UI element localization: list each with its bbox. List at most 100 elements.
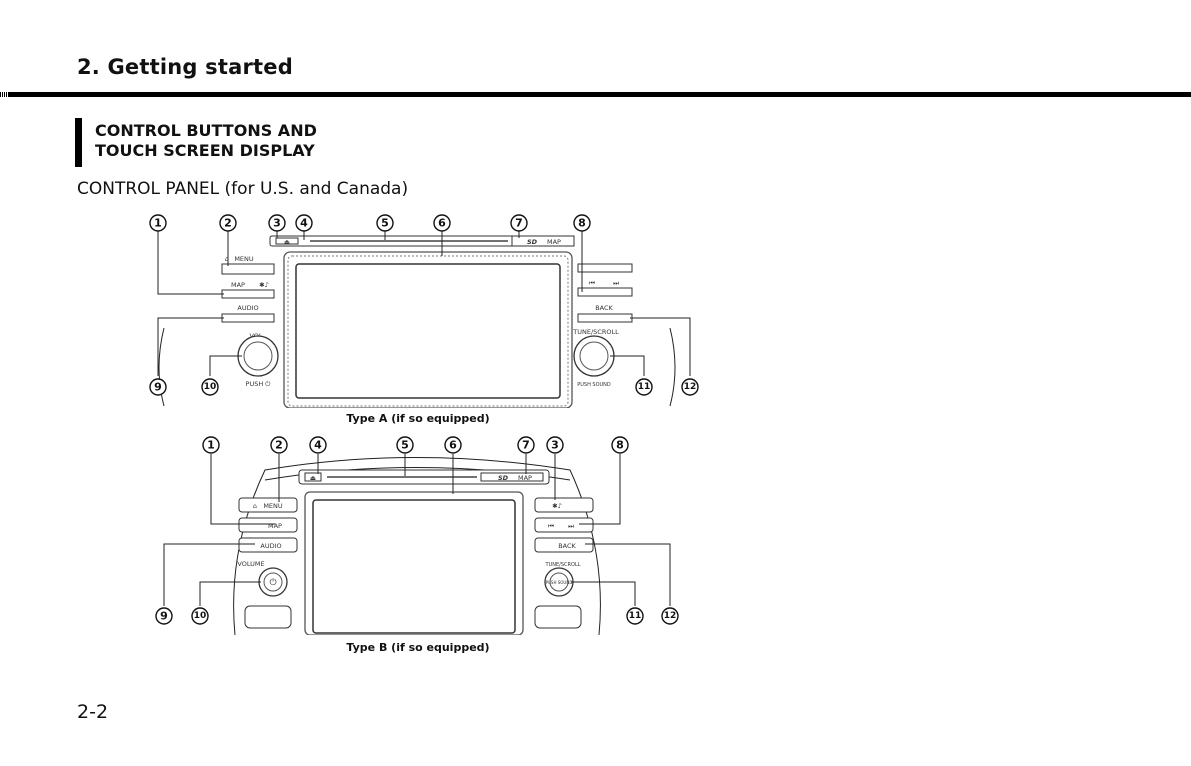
menu-button xyxy=(238,497,298,513)
push-sound-label: PUSH SOUND xyxy=(546,580,573,585)
seek-track-buttons xyxy=(577,287,633,297)
audio-button xyxy=(238,537,298,553)
sd-map-button xyxy=(511,235,575,247)
svg-text:6: 6 xyxy=(438,217,446,230)
callout-6: 6 xyxy=(444,436,462,454)
svg-text:10: 10 xyxy=(204,382,217,392)
callout-9: 9 xyxy=(155,607,173,625)
section-marker-bar xyxy=(75,118,82,167)
leader-1 xyxy=(157,230,224,295)
control-panel-figure-type-b: ⏏ SD MAP MENU ⌂ MAP AUDIO VOLUME ⏻ ✱♪ ⏮ … xyxy=(115,430,720,635)
back-button xyxy=(534,537,594,553)
voice-button xyxy=(534,497,594,513)
svg-text:5: 5 xyxy=(401,439,409,452)
figure-caption-type-b: Type B (if so equipped) xyxy=(346,641,490,654)
prev-track-icon: ⏮ xyxy=(548,522,554,530)
menu-label: MENU xyxy=(263,502,283,510)
panel-edge-right xyxy=(669,327,676,407)
svg-text:11: 11 xyxy=(638,382,651,392)
svg-text:3: 3 xyxy=(273,217,281,230)
left-lower-panel xyxy=(244,605,292,629)
svg-text:9: 9 xyxy=(160,610,168,623)
sd-card-icon: SD xyxy=(527,238,538,246)
map-button xyxy=(238,517,298,533)
leader-11 xyxy=(571,581,636,606)
callout-3: 3 xyxy=(546,436,564,454)
svg-text:1: 1 xyxy=(207,439,215,452)
touch-screen-display xyxy=(312,499,516,634)
figure-caption-type-a: Type A (if so equipped) xyxy=(346,412,490,425)
sd-map-label: MAP xyxy=(547,238,561,246)
leader-12 xyxy=(585,543,671,606)
callout-4: 4 xyxy=(309,436,327,454)
svg-text:10: 10 xyxy=(194,611,207,621)
volume-label: VOLUME xyxy=(237,560,264,568)
power-icon: ⏻ xyxy=(269,577,276,588)
callout-3: 3 xyxy=(268,214,286,232)
svg-text:6: 6 xyxy=(449,439,457,452)
callout-10: 10 xyxy=(191,607,209,625)
tune-scroll-label: TUNE/SCROLL xyxy=(572,328,619,336)
control-panel-diagram-type-a: ⏏ SD MAP MENU ⌂ MAP ✱♪ AUDIO VOL PUSH ⏻ … xyxy=(149,214,699,408)
eject-button xyxy=(304,472,322,482)
push-sound-label: PUSH SOUND xyxy=(577,382,611,388)
leader-8 xyxy=(579,454,621,525)
seek-track-buttons xyxy=(534,517,594,533)
audio-button xyxy=(221,313,275,323)
tune-scroll-knob-inner xyxy=(549,572,569,592)
home-icon: ⌂ xyxy=(225,255,229,263)
menu-button xyxy=(221,263,275,275)
callout-2: 2 xyxy=(219,214,237,232)
tune-scroll-label: TUNE/SCROLL xyxy=(545,562,581,568)
back-button xyxy=(577,313,633,323)
blank-button xyxy=(577,263,633,273)
control-panel-figure-type-a: ⏏ SD MAP MENU ⌂ MAP ✱♪ AUDIO VOL PUSH ⏻ … xyxy=(124,208,710,408)
leader-10 xyxy=(209,355,242,376)
callout-1: 1 xyxy=(202,436,220,454)
audio-label: AUDIO xyxy=(237,304,258,312)
control-panel-subheading: CONTROL PANEL (for U.S. and Canada) xyxy=(77,179,409,199)
callout-7: 7 xyxy=(510,214,528,232)
prev-track-icon: ⏮ xyxy=(589,279,595,287)
callout-9: 9 xyxy=(149,378,167,396)
callout-5: 5 xyxy=(396,436,414,454)
back-label: BACK xyxy=(595,304,613,312)
section-heading: CONTROL BUTTONS AND TOUCH SCREEN DISPLAY xyxy=(95,121,317,161)
leader-11 xyxy=(610,355,645,376)
callout-1: 1 xyxy=(149,214,167,232)
right-lower-panel xyxy=(534,605,582,629)
svg-text:3: 3 xyxy=(551,439,559,452)
svg-text:4: 4 xyxy=(300,217,308,230)
callout-11: 11 xyxy=(635,378,653,396)
callout-6: 6 xyxy=(433,214,451,232)
svg-text:9: 9 xyxy=(154,381,162,394)
callout-5: 5 xyxy=(376,214,394,232)
callout-8: 8 xyxy=(573,214,591,232)
svg-text:12: 12 xyxy=(664,611,677,621)
page-number: 2-2 xyxy=(77,701,109,723)
svg-text:7: 7 xyxy=(522,439,530,452)
callout-12: 12 xyxy=(681,378,699,396)
push-power-label: PUSH ⏻ xyxy=(246,380,271,388)
leader-9 xyxy=(157,317,224,376)
power-volume-knob-inner xyxy=(263,572,283,592)
audio-label: AUDIO xyxy=(260,542,281,550)
svg-text:2: 2 xyxy=(224,217,232,230)
svg-text:2: 2 xyxy=(275,439,283,452)
svg-text:7: 7 xyxy=(515,217,523,230)
touch-screen-display xyxy=(295,263,561,399)
back-label: BACK xyxy=(558,542,576,550)
section-heading-line-1: CONTROL BUTTONS AND xyxy=(95,121,317,140)
display-border-dashed xyxy=(287,255,569,407)
svg-text:8: 8 xyxy=(616,439,624,452)
eject-icon: ⏏ xyxy=(310,474,316,482)
callout-10: 10 xyxy=(201,378,219,396)
callout-8: 8 xyxy=(611,436,629,454)
svg-text:1: 1 xyxy=(154,217,162,230)
eject-icon: ⏏ xyxy=(284,238,290,246)
section-heading-line-2: TOUCH SCREEN DISPLAY xyxy=(95,141,315,160)
voice-icon: ✱♪ xyxy=(552,502,562,510)
svg-text:11: 11 xyxy=(629,611,642,621)
voice-icon: ✱♪ xyxy=(259,281,269,289)
next-track-icon: ⏭ xyxy=(613,279,619,287)
